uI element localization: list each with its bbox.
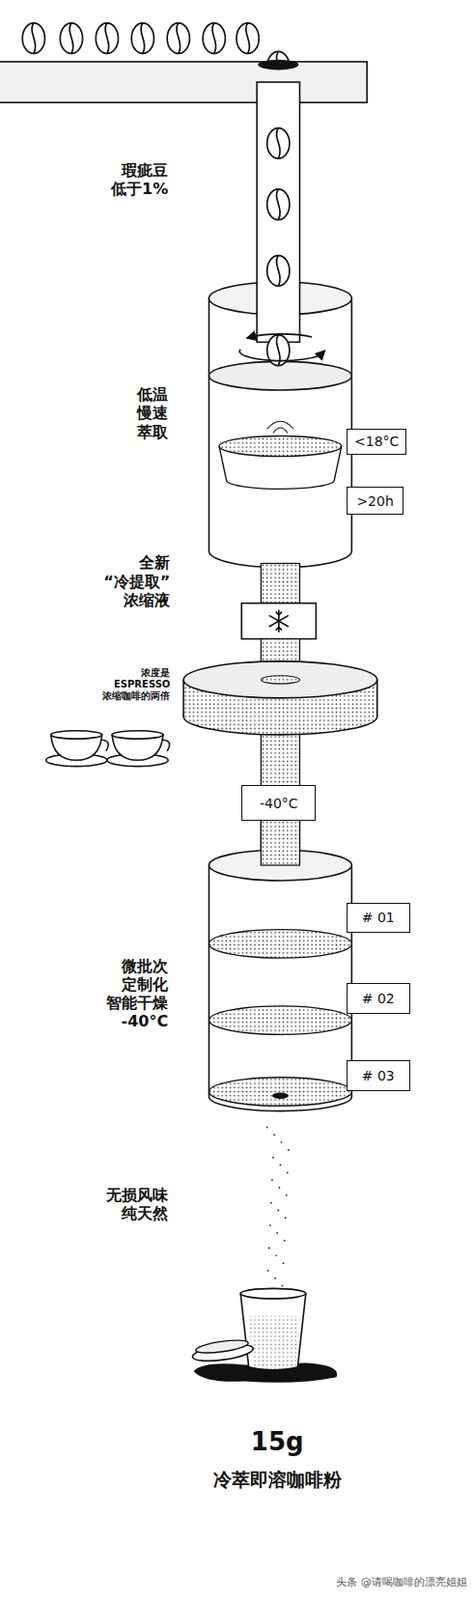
tag-text: -40°C: [259, 795, 299, 811]
product-caption: 15g: [250, 1426, 305, 1457]
watermark: 头条 @请喝咖啡的漂亮姐姐: [335, 1575, 468, 1588]
tag-box: # 03: [346, 1059, 410, 1091]
tag-text: # 02: [361, 990, 395, 1006]
step-label: 微批次 定制化 智能干燥 -40°C: [106, 956, 168, 1031]
step-label: 无损风味 纯天然: [106, 1185, 168, 1223]
tag-text: <18°C: [354, 433, 399, 449]
tag-text: >20h: [356, 493, 393, 509]
step-label: 浓度是 ESPRESSO 浓缩咖啡的两倍: [102, 667, 170, 702]
product-caption: 冷萃即溶咖啡粉: [213, 1468, 342, 1491]
tag-box: <18°C: [346, 428, 407, 455]
tag-box: # 02: [346, 982, 410, 1014]
tag-box: >20h: [346, 486, 404, 516]
step-label: 全新 “冷提取” 浓缩液: [103, 553, 170, 610]
tag-text: # 03: [361, 1067, 395, 1084]
step-label: 瑕疵豆 低于1%: [111, 161, 168, 198]
tag-box: # 01: [346, 902, 410, 934]
tag-text: # 01: [361, 909, 395, 925]
tag-box: -40°C: [241, 784, 316, 821]
step-label: 低温 慢速 萃取: [137, 385, 168, 442]
